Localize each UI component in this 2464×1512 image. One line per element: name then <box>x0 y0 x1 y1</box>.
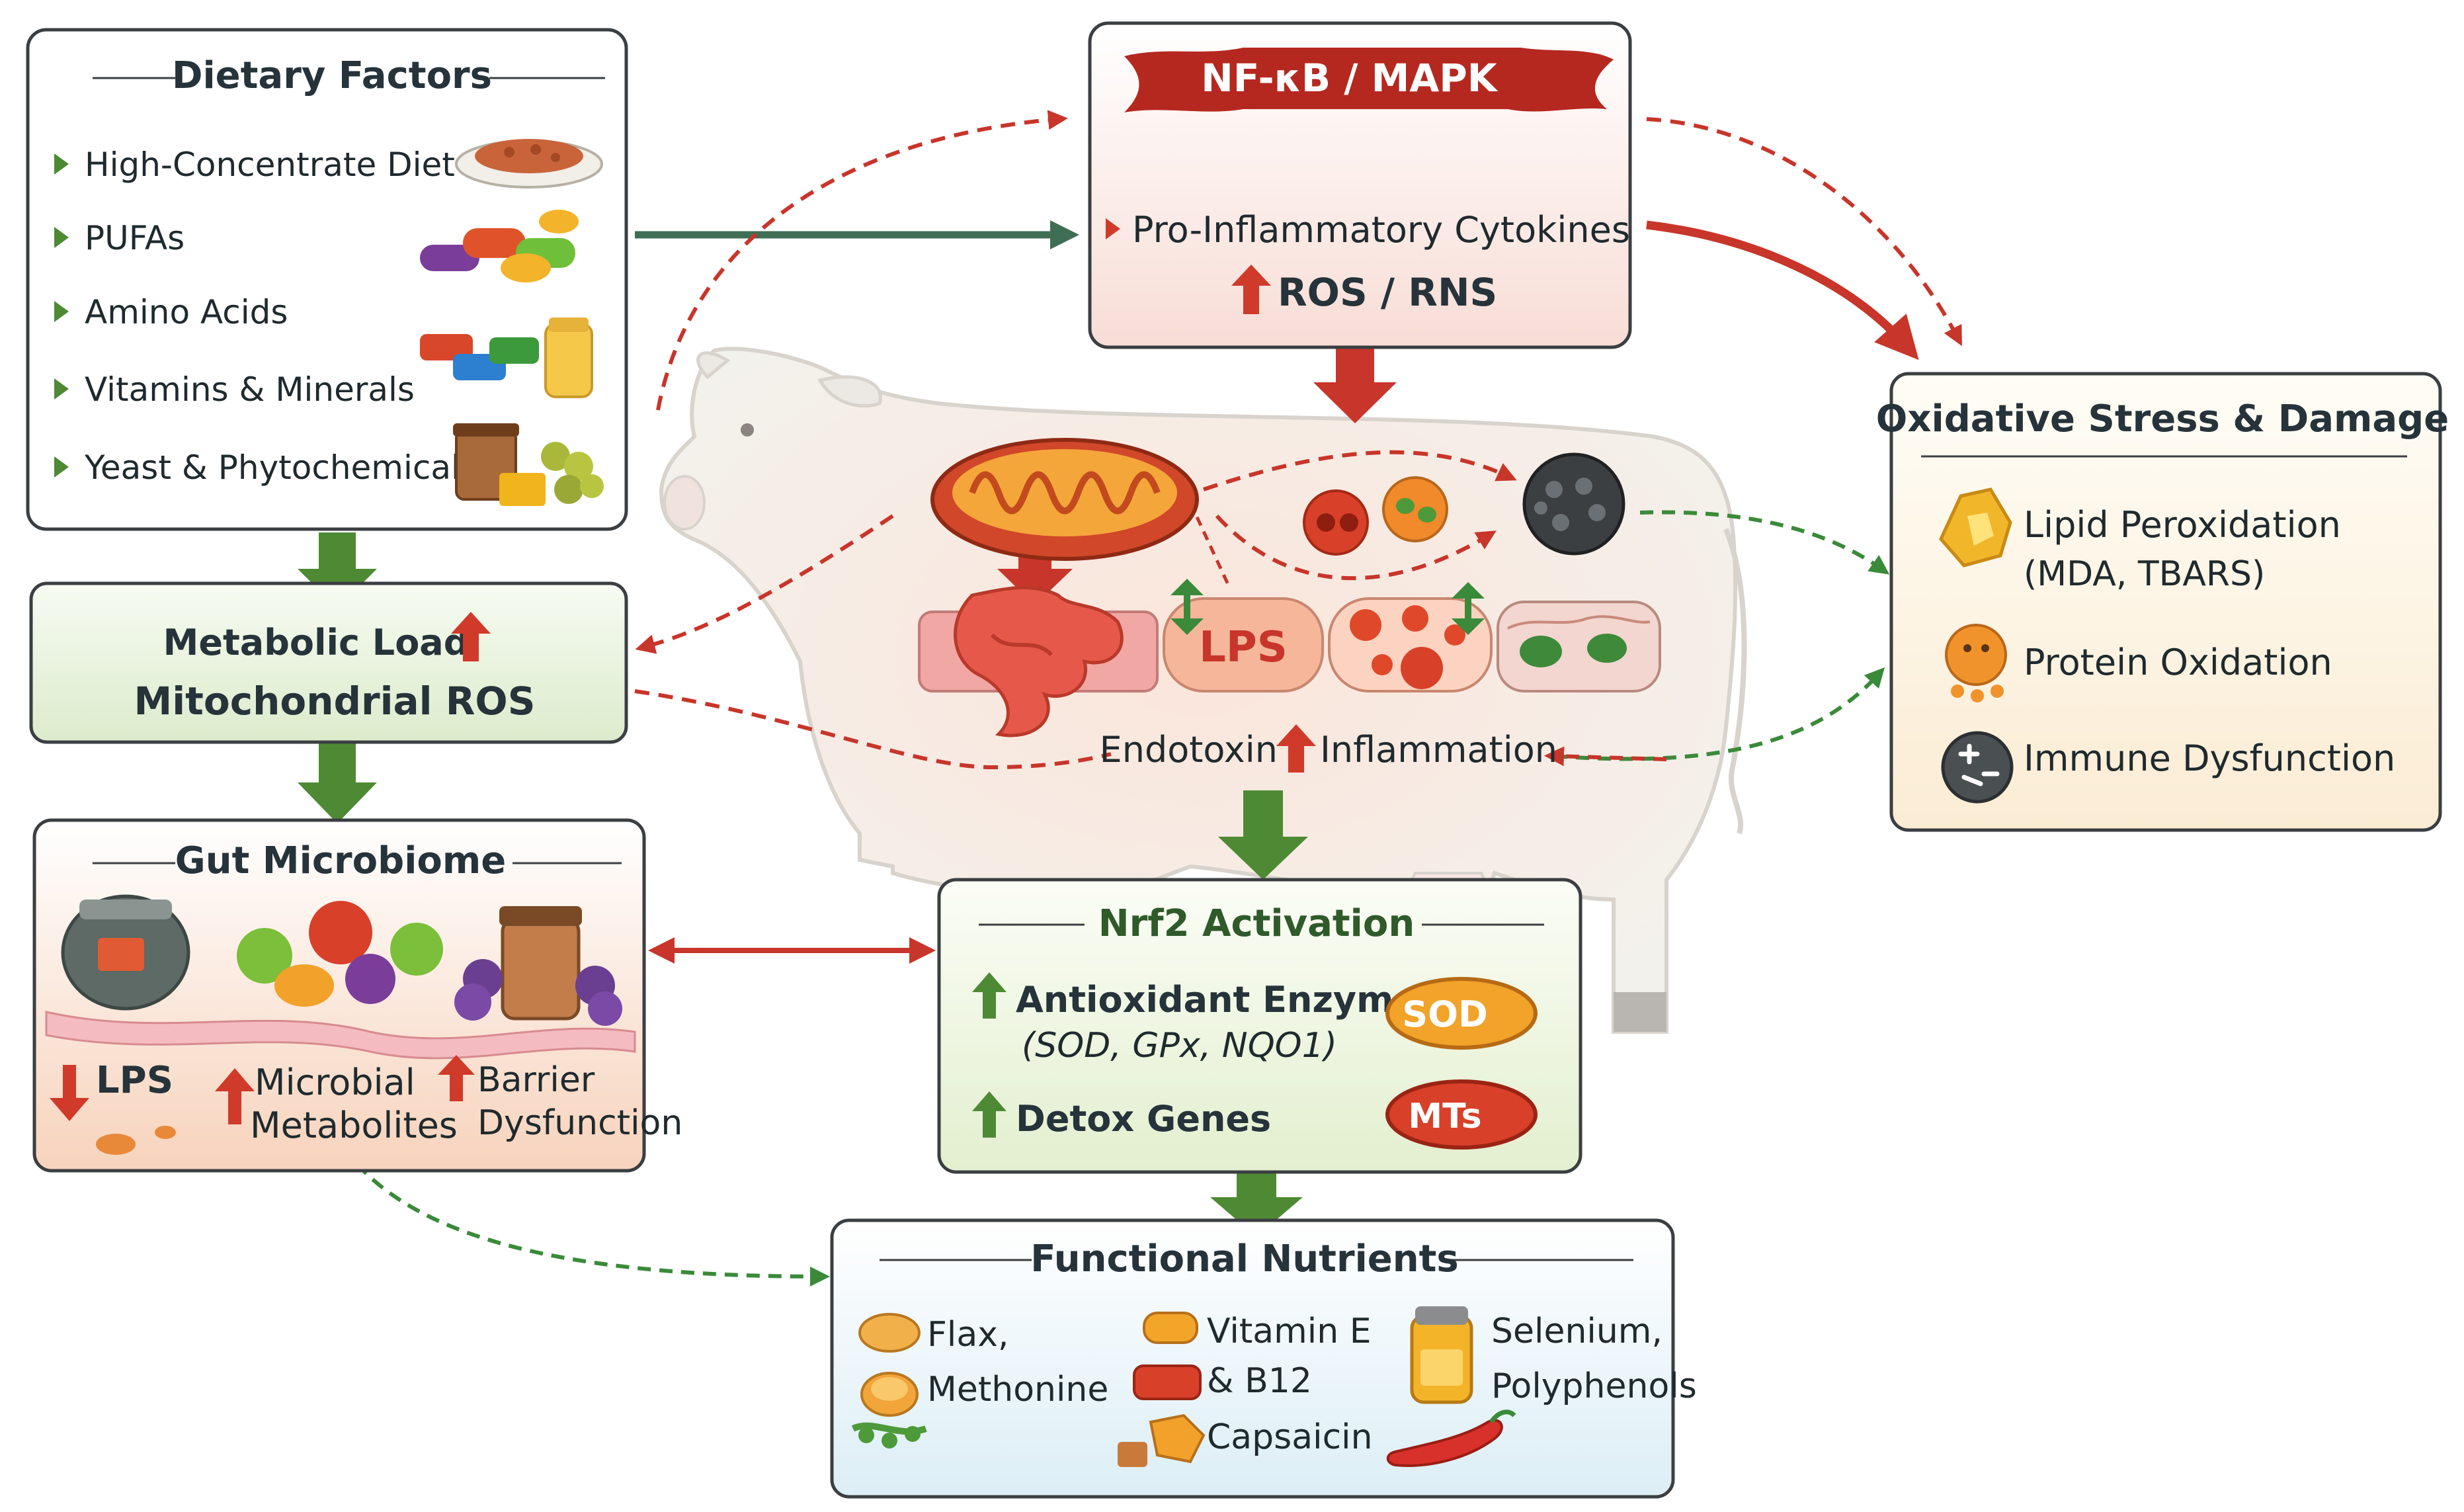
arrow-diet-to-nfkb-dashed <box>656 110 1068 411</box>
mitochondrial-ros-label: Mitochondrial ROS <box>134 679 536 724</box>
dietary-bullets <box>54 153 69 478</box>
metabolic-load-panel: Metabolic Load Mitochondrial ROS <box>29 581 628 744</box>
sod-pill-icon: SOD <box>1385 977 1538 1050</box>
vitamin-e-label: Vitamin E <box>1207 1312 1372 1351</box>
gut-microbial-label: Microbial <box>255 1062 415 1103</box>
metabolic-load-label: Metabolic Load <box>163 622 470 663</box>
immune-dysfunction-label: Immune Dysfunction <box>2024 737 2395 779</box>
lipid-crystal-icon <box>1939 487 2012 567</box>
dietary-item-yeast: Yeast & Phytochemicals <box>84 448 477 487</box>
immune-cell-icon <box>1941 731 2014 804</box>
red-cells-icon <box>1303 476 1448 556</box>
flax-label: Flax, <box>927 1315 1009 1355</box>
dark-cell-icon <box>1522 452 1625 556</box>
chili-pepper-icon <box>1386 1409 1516 1467</box>
lps-cell-icon: LPS <box>1163 579 1324 693</box>
intestine-icon <box>918 585 1159 737</box>
arrow-nfkb-to-cow <box>1313 341 1397 423</box>
functional-title: Functional Nutrients <box>1030 1238 1458 1281</box>
gut-title: Gut Microbiome <box>175 839 506 882</box>
sod-pill-label: SOD <box>1402 993 1488 1035</box>
antioxidant-enzymes-label: Antioxidant Enzymes <box>1016 979 1439 1021</box>
gut-lining <box>45 1011 636 1060</box>
arrow-mito-to-cell <box>1203 450 1517 491</box>
arrow-gut-to-functional <box>355 1162 830 1286</box>
amino-acid-tablets-icon <box>420 317 593 398</box>
gut-barrier-label: Barrier <box>477 1060 595 1100</box>
gut-metabolites-label: Metabolites <box>250 1105 458 1146</box>
dietary-item-high-concentrate: High-Concentrate Diet <box>85 146 455 184</box>
selenium-label: Selenium, <box>1491 1312 1663 1351</box>
functional-nutrients-panel: Functional Nutrients Flax, Methonine Vit… <box>830 1218 1697 1499</box>
arrow-metabolic-to-endotoxin <box>634 689 1112 770</box>
pufa-capsules-icon <box>420 210 579 282</box>
enzymes-list-label: (SOD, GPx, NQO1) <box>1022 1026 1337 1066</box>
capsaicin-label: Capsaicin <box>1207 1417 1373 1457</box>
methonine-label: Methonine <box>927 1370 1108 1409</box>
selenium-jar-icon <box>1410 1306 1473 1404</box>
ros-rns-label: ROS / RNS <box>1278 270 1497 315</box>
arrow-nrf2-to-functional <box>1210 1159 1303 1237</box>
endotoxin-up-arrow-icon <box>1276 724 1316 773</box>
microbe-jar-icon <box>61 894 190 1011</box>
oxidative-stress-panel: Oxidative Stress & Damage Lipid Peroxida… <box>1876 372 2449 832</box>
mts-pill-icon: MTs <box>1385 1079 1538 1150</box>
cytokines-label: Pro-Inflammatory Cytokines <box>1132 209 1630 251</box>
nfkb-mapk-panel: NF-κB / MAPK Pro-Inflammatory Cytokines … <box>1088 21 1632 349</box>
endotoxin-label: Endotoxin <box>1100 729 1278 771</box>
gut-microbiome-panel: Gut Microbiome LPS Microbial Metabolites… <box>32 818 682 1173</box>
infected-cell-icon <box>1328 582 1493 693</box>
arrow-diet-to-metabolic <box>298 532 377 609</box>
flax-seed-icon <box>851 1313 927 1449</box>
dietary-title: Dietary Factors <box>172 54 492 97</box>
arrow-nfkb-to-oxidative <box>1646 220 1919 360</box>
arrow-metabolic-to-gut <box>298 739 377 823</box>
flow-arrows <box>355 110 1962 1286</box>
lipid-label: Lipid Peroxidation <box>2024 504 2341 546</box>
metabolic-up-arrow-icon <box>451 612 491 661</box>
detox-genes-label: Detox Genes <box>1016 1098 1271 1140</box>
tissue-cell-icon <box>1497 601 1661 693</box>
dietary-factors-panel: Dietary Factors High-Concentrate Diet PU… <box>26 28 628 531</box>
dietary-item-amino-acids: Amino Acids <box>85 293 288 331</box>
b12-label: & B12 <box>1207 1361 1312 1401</box>
nrf2-title: Nrf2 Activation <box>1098 902 1415 945</box>
microbes-cluster-icon <box>237 901 443 1007</box>
cow-lps-label: LPS <box>1199 623 1288 672</box>
inflammation-label: Inflammation <box>1320 729 1557 771</box>
arrow-mito-curve <box>1215 514 1497 581</box>
dietary-item-vitamins: Vitamins & Minerals <box>85 370 415 409</box>
nfkb-banner-label: NF-κB / MAPK <box>1201 56 1499 101</box>
block-arrows <box>298 119 1399 1237</box>
polyphenols-label: Polyphenols <box>1491 1366 1697 1406</box>
nfkb-banner <box>1124 48 1614 112</box>
protein-blob-icon <box>1945 624 2007 702</box>
grain-bowl-icon <box>455 139 603 189</box>
mts-pill-label: MTs <box>1408 1097 1481 1136</box>
protein-oxidation-label: Protein Oxidation <box>2024 642 2332 683</box>
nrf2-activation-panel: Nrf2 Activation Antioxidant Enzymes (SOD… <box>937 878 1582 1174</box>
yeast-jar-icon <box>453 423 604 506</box>
arrow-endotoxin-to-nrf2 <box>1218 790 1308 880</box>
oxidative-title: Oxidative Stress & Damage <box>1876 398 2449 441</box>
arrow-nfkb-to-oxidative-dashed <box>1646 117 1962 347</box>
arrow-cell-to-oxidative <box>1639 510 1890 575</box>
vitamin-capsules-icon <box>1118 1312 1206 1467</box>
gut-lps-label: LPS <box>96 1059 173 1102</box>
arrow-cow-to-metabolic <box>635 514 894 654</box>
mitochondrion-icon <box>930 438 1199 561</box>
bacteria-jar-icon <box>454 906 622 1026</box>
lipid-detail-label: (MDA, TBARS) <box>2024 554 2265 594</box>
arrow-mito-to-intestine <box>997 529 1073 605</box>
gut-dysfunction-label: Dysfunction <box>477 1103 682 1143</box>
dietary-item-pufas: PUFAs <box>85 219 185 257</box>
